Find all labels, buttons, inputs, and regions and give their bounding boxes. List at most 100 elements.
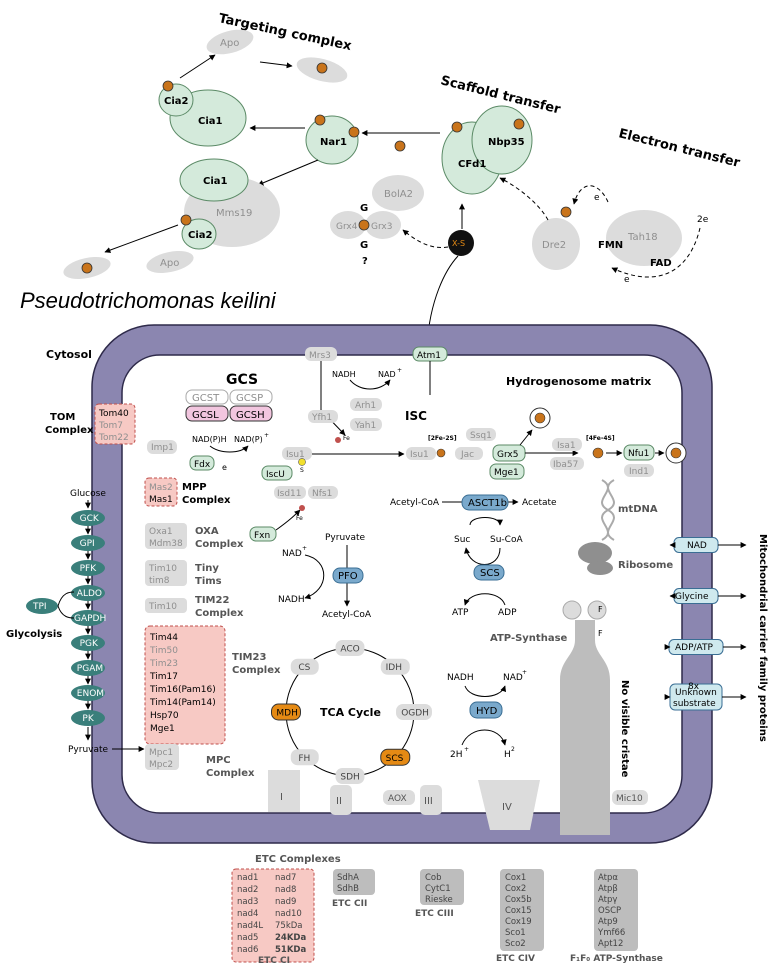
etc-subunit: Atpα: [598, 873, 618, 883]
cia2-mid-label: Cia2: [188, 230, 213, 241]
mpc1: Mpc1: [149, 748, 173, 758]
tca-enzyme: [380, 658, 410, 675]
h2-label: H: [504, 750, 511, 760]
mpp-box: [144, 477, 178, 507]
pfo-label: PFO: [338, 571, 358, 582]
cluster-icon: [513, 118, 525, 130]
tah18: [606, 210, 682, 266]
cluster-icon: [316, 62, 328, 74]
complex-ii-label: II: [336, 796, 342, 807]
fe-label-2: Fe: [296, 515, 303, 522]
cia1-mid: [179, 158, 249, 202]
mpc-label: MPC: [206, 755, 231, 766]
etc-subunit: nad9: [275, 897, 296, 907]
gcsh: GCSH: [236, 410, 265, 421]
cluster-icon: [394, 140, 406, 152]
glycolysis-enzyme: [71, 560, 105, 576]
glycolysis-label: Glycolysis: [6, 629, 62, 640]
suc-label: Suc: [454, 535, 470, 545]
pyruvate-label: Pyruvate: [68, 745, 109, 755]
fourfe-label: [4Fe-4S]: [586, 435, 615, 442]
etc-subunit: SdhA: [337, 873, 359, 883]
tom22: Tom22: [98, 433, 129, 443]
grx3-label: Grx3: [371, 222, 393, 232]
cia1-top-label: Cia1: [198, 116, 223, 127]
etc-subunit: nad8: [275, 885, 296, 895]
curve-arrow: [349, 379, 391, 390]
scs-box: [473, 564, 505, 581]
complex-iii: [420, 785, 442, 815]
nad-hyd: NAD: [503, 673, 523, 683]
tca-enzyme: [380, 748, 411, 766]
g-bottom: G: [360, 240, 368, 251]
tims-label: Tims: [195, 576, 222, 587]
imp1-box: [147, 440, 177, 454]
glycolysis-enzyme-label: PGK: [80, 639, 99, 649]
mpp-label-2: Complex: [182, 495, 231, 506]
tca-enzyme: [290, 658, 319, 675]
tca-enzyme-label: IDH: [386, 663, 402, 673]
tim8: tim8: [149, 576, 170, 586]
mge1-box: [489, 463, 525, 480]
hyd-curve-bottom: [461, 729, 507, 746]
etc-ci: nad1nad2nad3nad4nad4Lnad5nad6nad7nad8nad…: [237, 873, 306, 955]
tim10b: Tim10: [148, 602, 177, 612]
h-plus-sup: +: [464, 746, 469, 753]
hyd-label: HYD: [476, 706, 498, 717]
dre2: [532, 218, 580, 270]
mtdna-label: mtDNA: [618, 504, 658, 515]
e-minus-1: e: [594, 193, 600, 203]
cluster-icon: [348, 126, 360, 138]
tca-enzyme-label: FH: [298, 754, 310, 764]
tom40: Tom40: [98, 409, 129, 419]
tom-box: [94, 403, 136, 445]
etc-ci-box: [231, 868, 315, 963]
cluster-icon: [451, 121, 463, 133]
adp-label: ADP: [498, 608, 517, 618]
tpi-link: [57, 591, 75, 619]
etc-subunit: nad4L: [237, 921, 263, 931]
etc-subunit: Sco2: [505, 939, 526, 949]
jac-box: [455, 447, 483, 460]
atp-curve: [463, 593, 506, 606]
etc-ciii-box: [420, 869, 464, 905]
etc-subunit: 75kDa: [275, 921, 303, 931]
glycolysis-enzyme-label: PK: [82, 714, 94, 724]
grx3: [365, 211, 401, 239]
asct1b-box: [461, 494, 509, 511]
apo-top: [206, 29, 254, 55]
carrier-label: ADP/ATP: [675, 643, 714, 653]
organism-name: Pseudotrichomonas keilini: [20, 288, 277, 313]
question-mark: ?: [362, 256, 368, 267]
nbp35-label: Nbp35: [488, 137, 525, 148]
cluster-icon: [180, 214, 192, 226]
etc-cii-title: ETC CII: [332, 899, 367, 909]
oxa-label-2: Complex: [195, 539, 244, 550]
f1-head-2: [587, 600, 607, 620]
yfh1-box: [308, 410, 338, 423]
fad-label: FAD: [650, 258, 672, 269]
mrs3: Mrs3: [309, 351, 331, 361]
nad-sup: +: [397, 367, 402, 374]
tim23-member: Tim23: [149, 659, 178, 669]
ribosome-small: [587, 561, 613, 575]
f0-label: F: [598, 629, 603, 638]
cluster-2fe: [436, 448, 446, 458]
tiny-box: [145, 560, 187, 586]
etc-subunit: Cox5b: [505, 895, 532, 905]
arrow: [104, 224, 179, 253]
etc-subunit: Apt12: [598, 939, 623, 949]
tom-label-2: Complex: [45, 425, 94, 436]
glycolysis-enzyme: [71, 635, 105, 651]
gcsl-box: [185, 405, 229, 422]
etc-subunit: Atpγ: [598, 895, 617, 905]
mpc-box: [145, 744, 179, 770]
tim23-member: Hsp70: [150, 711, 179, 721]
f1-head: [562, 600, 582, 620]
cluster-icon: [670, 447, 682, 459]
iba57: Iba57: [553, 460, 578, 470]
atp-synthase-label: ATP-Synthase: [490, 633, 568, 644]
etc-ciii-title: ETC CIII: [415, 909, 454, 919]
etc-subunit: Rieske: [425, 895, 453, 905]
